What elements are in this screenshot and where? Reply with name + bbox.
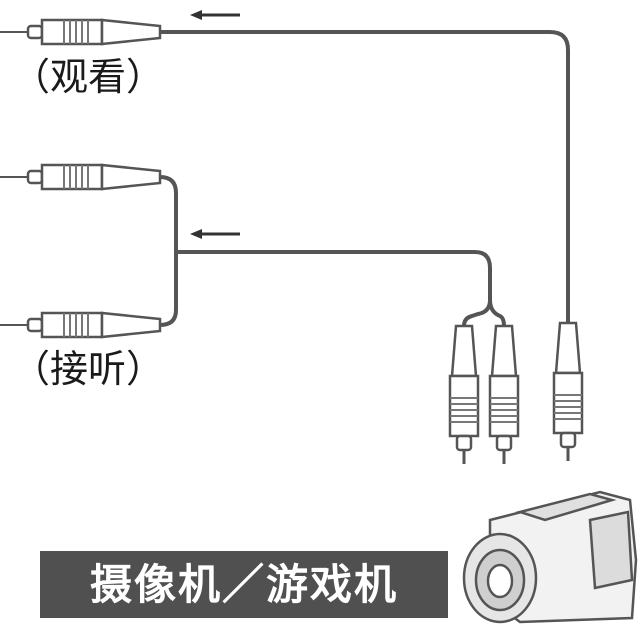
- rca-plug-icon: [552, 321, 584, 463]
- device-banner: 摄像机／游戏机: [40, 551, 448, 618]
- rca-plug-icon: [0, 311, 162, 339]
- video-cable: [158, 30, 570, 325]
- camcorder-icon: [462, 490, 638, 624]
- rca-plug-icon: [0, 18, 162, 46]
- watch-label: （观看）: [12, 55, 165, 99]
- audio-cable: [174, 250, 492, 302]
- audio-cable-split: [462, 298, 492, 328]
- listen-label: （接听）: [12, 347, 165, 391]
- rca-plug-icon: [0, 163, 162, 191]
- device-banner-label: 摄像机／游戏机: [89, 560, 398, 609]
- audio-cable-split-2: [488, 298, 506, 328]
- audio-cable-left: [158, 175, 178, 327]
- arrow-left-icon: [190, 10, 240, 20]
- rca-plug-icon: [448, 324, 480, 466]
- rca-plug-icon: [488, 324, 520, 466]
- arrow-left-icon: [190, 229, 240, 239]
